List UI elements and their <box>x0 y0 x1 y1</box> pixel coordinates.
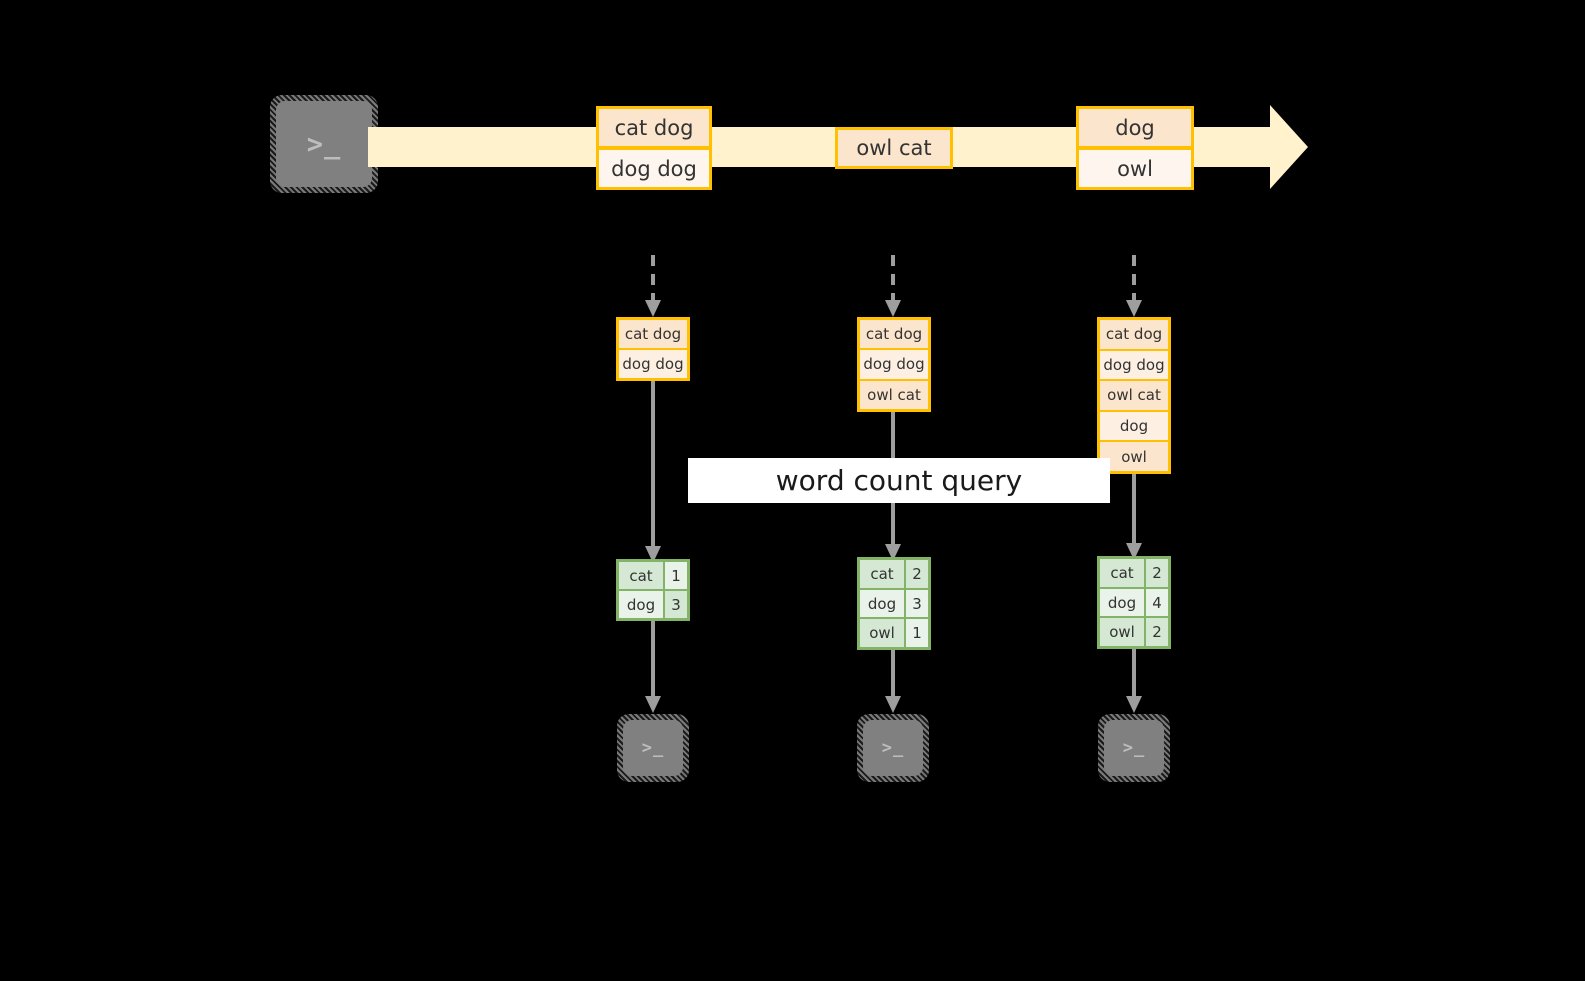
result-word: owl <box>860 619 906 648</box>
stream-arrow-head <box>1270 105 1308 189</box>
sink-terminal-icon-1: >_ <box>617 714 689 782</box>
stream-record-owl: owl <box>1076 147 1194 190</box>
result-count: 2 <box>1146 559 1168 587</box>
result-row: dog 3 <box>860 589 928 620</box>
sink-terminal-icon-3: >_ <box>1098 714 1170 782</box>
result-count: 1 <box>906 619 928 648</box>
result-table-3: cat 2 dog 4 owl 2 <box>1097 556 1171 649</box>
result-word: cat <box>860 560 906 588</box>
snapshot-row: owl cat <box>860 380 928 409</box>
result-word: dog <box>619 591 665 618</box>
result-row: cat 2 <box>860 560 928 590</box>
terminal-face <box>276 101 372 187</box>
result-count: 1 <box>665 562 687 589</box>
snapshot-row: cat dog <box>1100 320 1168 351</box>
snapshot-stack-2: cat dog dog dog owl cat <box>857 317 931 412</box>
result-word: dog <box>1100 588 1146 617</box>
result-row: owl 1 <box>860 619 928 648</box>
stream-record-cat-dog: cat dog <box>596 106 712 149</box>
snapshot-row: owl cat <box>1100 381 1168 412</box>
snapshot-stack-3: cat dog dog dog owl cat dog owl <box>1097 317 1171 474</box>
result-count: 3 <box>665 591 687 618</box>
result-row: cat 2 <box>1100 559 1168 589</box>
result-table-2: cat 2 dog 3 owl 1 <box>857 557 931 650</box>
result-row: dog 4 <box>1100 588 1168 619</box>
sink-terminal-icon-2: >_ <box>857 714 929 782</box>
snapshot-row: dog dog <box>619 350 687 378</box>
result-row: owl 2 <box>1100 618 1168 647</box>
snapshot-row: dog dog <box>1100 350 1168 382</box>
snapshot-row: cat dog <box>860 320 928 351</box>
result-count: 4 <box>1146 588 1168 617</box>
result-count: 2 <box>1146 618 1168 647</box>
query-caption-label: word count query <box>775 464 1023 497</box>
result-table-1: cat 1 dog 3 <box>616 559 690 621</box>
terminal-face <box>623 720 683 776</box>
result-count: 2 <box>906 560 928 588</box>
terminal-prompt-glyph: >_ <box>306 128 342 160</box>
terminal-prompt-glyph: >_ <box>1122 738 1146 758</box>
result-row: cat 1 <box>619 562 687 591</box>
result-row: dog 3 <box>619 591 687 618</box>
snapshot-row: dog <box>1100 411 1168 443</box>
source-terminal-icon: >_ <box>270 95 378 193</box>
result-word: cat <box>1100 559 1146 587</box>
terminal-prompt-glyph: >_ <box>641 738 665 758</box>
snapshot-row: owl <box>1100 442 1168 471</box>
query-caption-band: word count query <box>688 458 1110 503</box>
result-count: 3 <box>906 589 928 618</box>
snapshot-stack-1: cat dog dog dog <box>616 317 690 381</box>
result-word: dog <box>860 589 906 618</box>
stream-record-owl-cat: owl cat <box>835 127 953 169</box>
snapshot-row: cat dog <box>619 320 687 350</box>
result-word: owl <box>1100 618 1146 647</box>
terminal-prompt-glyph: >_ <box>881 738 905 758</box>
result-word: cat <box>619 562 665 589</box>
terminal-face <box>1104 720 1164 776</box>
terminal-face <box>863 720 923 776</box>
snapshot-row: dog dog <box>860 350 928 381</box>
stream-record-dog-dog: dog dog <box>596 147 712 190</box>
stream-record-dog: dog <box>1076 106 1194 149</box>
